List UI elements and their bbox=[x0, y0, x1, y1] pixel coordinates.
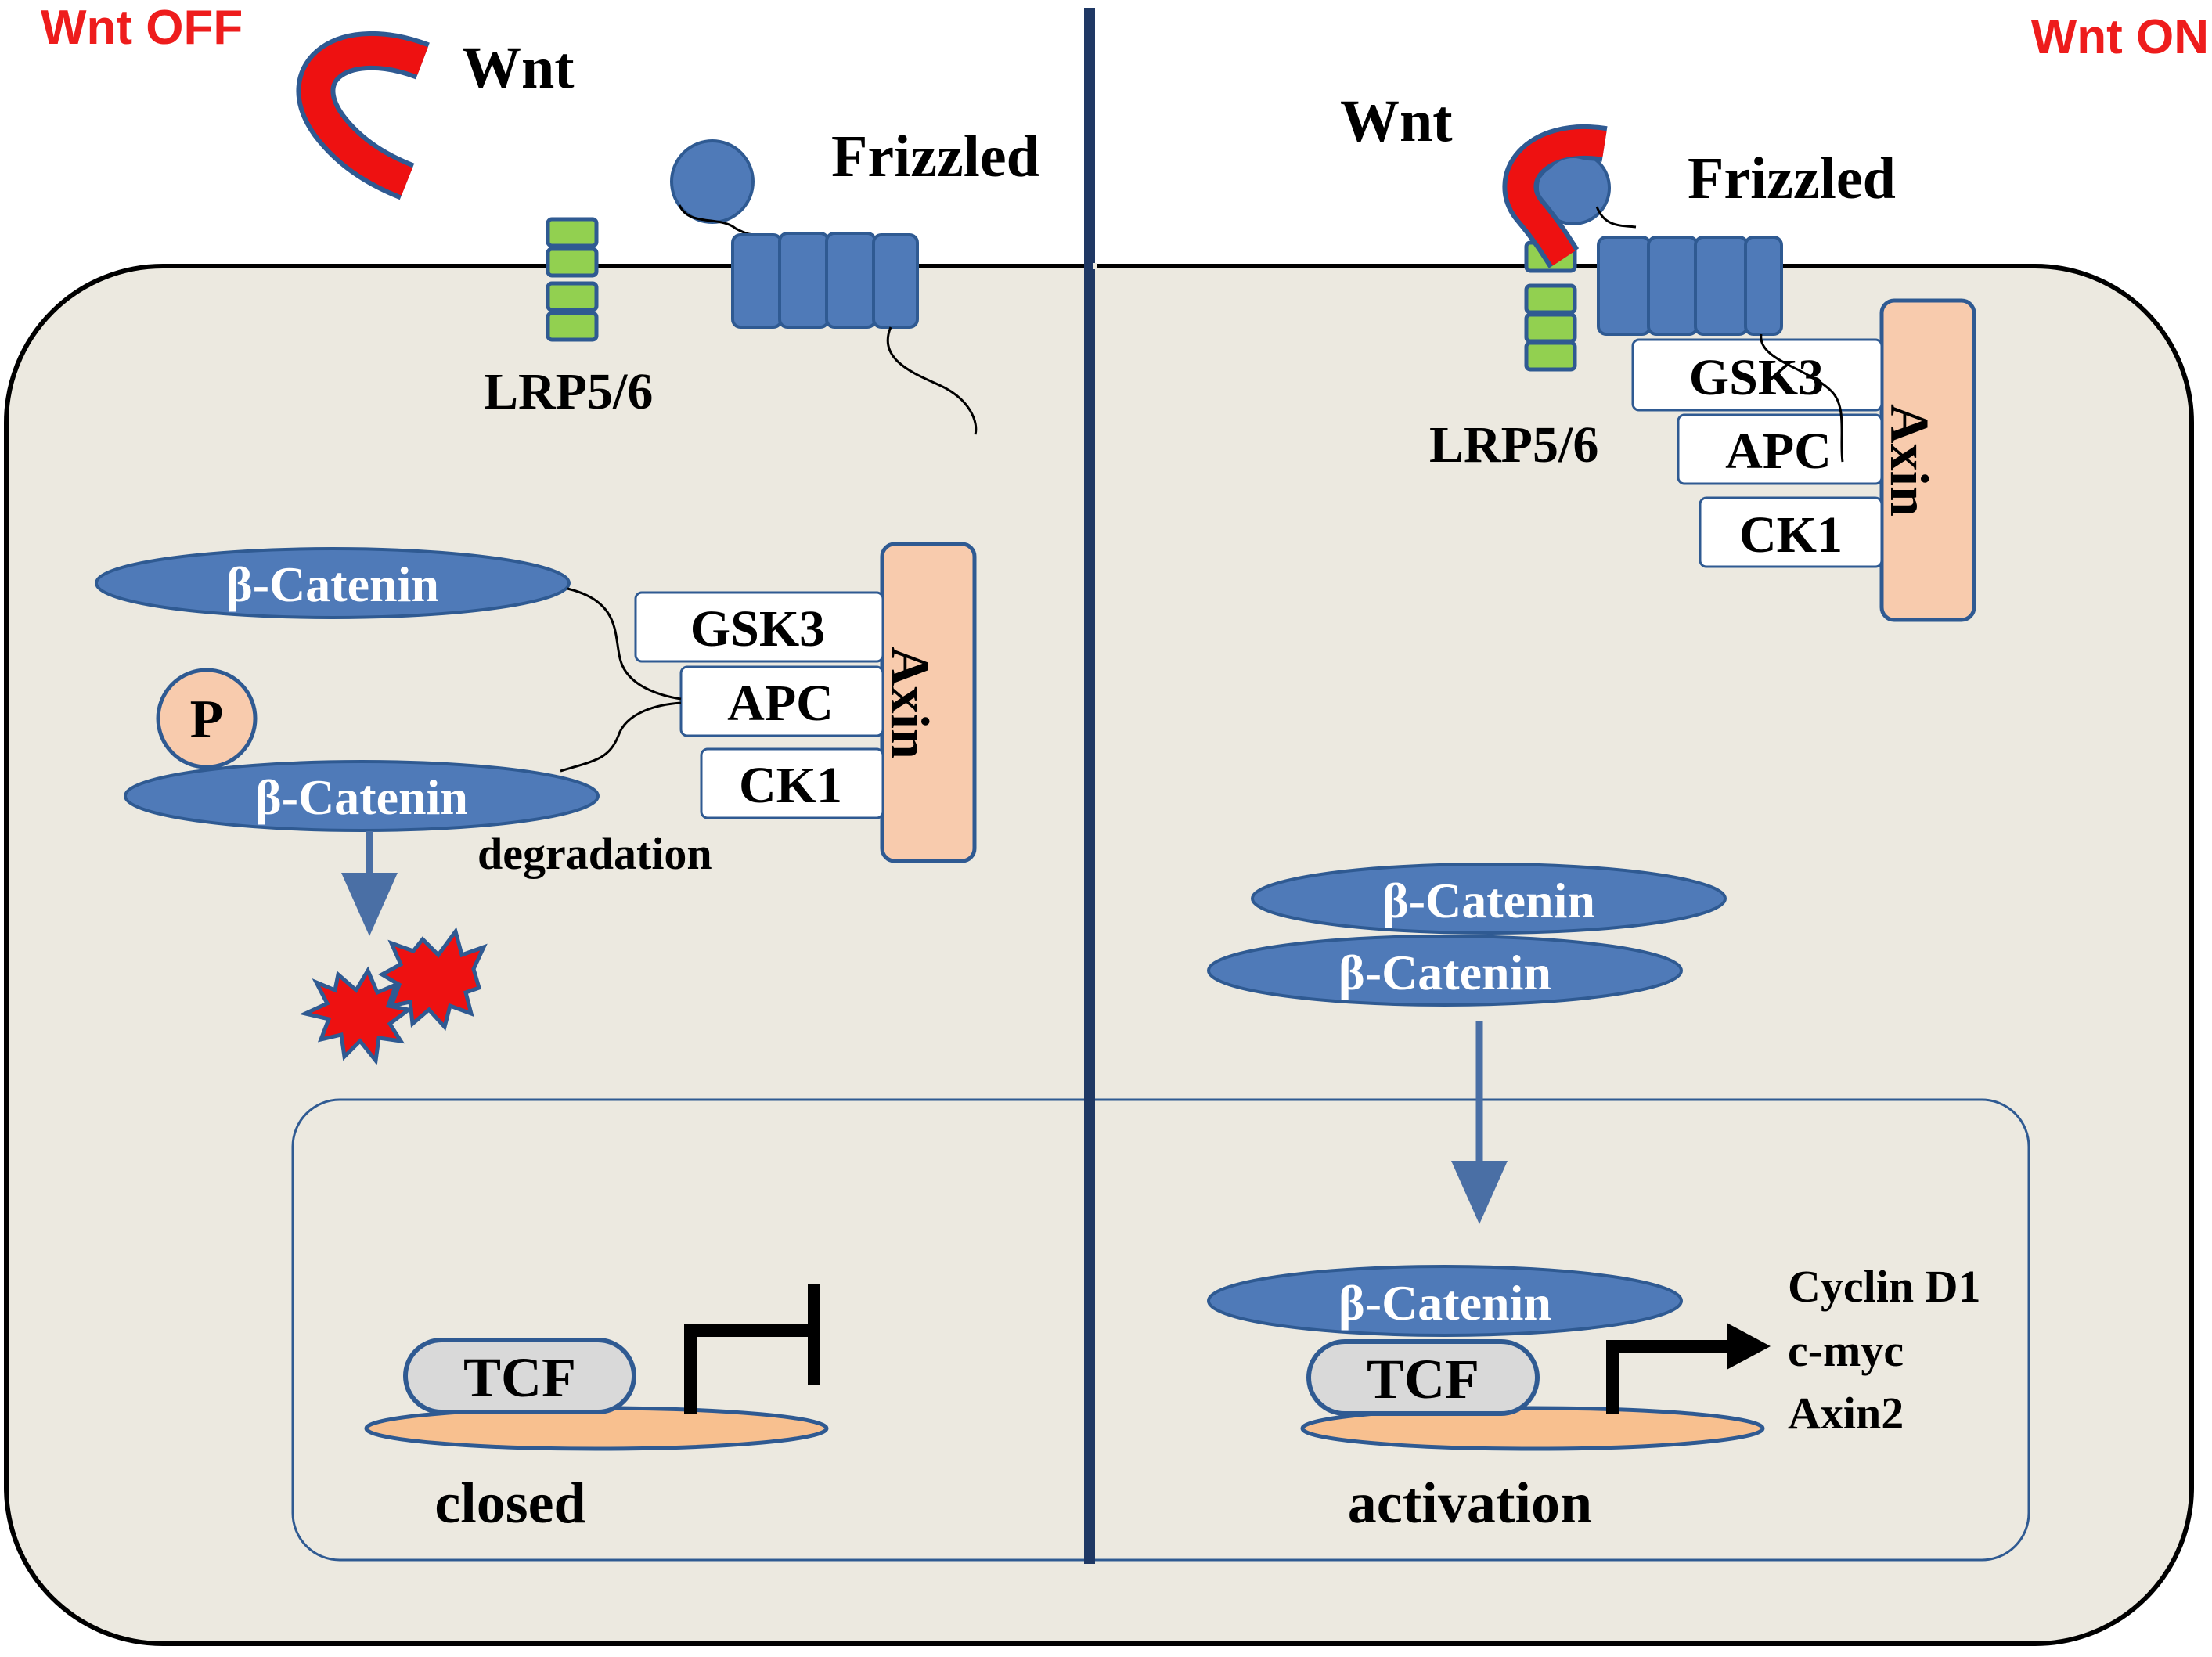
target-gene-1: Cyclin D1 bbox=[1788, 1261, 1981, 1312]
axin-on-label: Axin bbox=[1879, 404, 1939, 517]
target-gene-2: c-myc bbox=[1788, 1325, 1904, 1376]
tcf-left bbox=[403, 1338, 636, 1414]
beta-catenin-stable-1-label: β-Catenin bbox=[1382, 873, 1595, 928]
phosphate-group bbox=[156, 668, 258, 769]
target-gene-3: Axin2 bbox=[1788, 1388, 1904, 1439]
beta-catenin-stable-2-label: β-Catenin bbox=[1338, 945, 1551, 1000]
beta-catenin-bottom-label: β-Catenin bbox=[255, 769, 468, 825]
wnt-on-title: Wnt ON bbox=[2031, 10, 2209, 64]
lrp-receptor bbox=[546, 217, 599, 342]
ck1-box-on bbox=[1699, 496, 1883, 568]
apc-box-on bbox=[1677, 413, 1883, 485]
activation-label: activation bbox=[1348, 1471, 1592, 1536]
linker-bottom bbox=[560, 701, 682, 773]
beta-catenin-bottom bbox=[124, 760, 600, 832]
ck1-label: CK1 bbox=[739, 757, 842, 814]
gsk3-on-label: GSK3 bbox=[1689, 349, 1824, 406]
degradation-burst-1 bbox=[377, 927, 488, 1032]
lrp-on-label: LRP5/6 bbox=[1429, 416, 1598, 474]
beta-catenin-stable-1 bbox=[1251, 863, 1727, 935]
wnt-label: Wnt bbox=[462, 35, 575, 101]
ck1-box bbox=[700, 747, 884, 819]
gsk3-box bbox=[634, 591, 884, 663]
beta-catenin-stable-2 bbox=[1207, 935, 1683, 1007]
degradation-label: degradation bbox=[477, 828, 712, 879]
wnt-on-label: Wnt bbox=[1340, 88, 1453, 154]
apc-box bbox=[679, 665, 884, 737]
beta-catenin-top bbox=[95, 547, 571, 619]
frizzled-on-label: Frizzled bbox=[1688, 146, 1896, 211]
beta-catenin-top-label: β-Catenin bbox=[226, 557, 439, 612]
degradation-burst-2 bbox=[299, 966, 414, 1066]
frizzled-receptor-on bbox=[1597, 236, 1783, 336]
dna-right bbox=[1300, 1406, 1765, 1451]
apc-on-label: APC bbox=[1725, 423, 1832, 480]
linker-top bbox=[567, 587, 682, 701]
apc-label: APC bbox=[727, 675, 834, 732]
phosphate-label: P bbox=[190, 690, 224, 750]
frizzled-receptor bbox=[731, 232, 919, 329]
frizzled-crd bbox=[670, 139, 755, 224]
tcf-left-label: TCF bbox=[463, 1346, 576, 1409]
closed-label: closed bbox=[434, 1471, 585, 1536]
ck1-on-label: CK1 bbox=[1739, 506, 1843, 564]
axin-label: Axin bbox=[879, 647, 939, 759]
gsk3-box-on bbox=[1631, 338, 1883, 412]
beta-catenin-nuclear-label: β-Catenin bbox=[1338, 1275, 1551, 1331]
gsk3-label: GSK3 bbox=[690, 600, 825, 657]
panel-divider bbox=[1084, 8, 1095, 1564]
tcf-right bbox=[1306, 1339, 1540, 1416]
repressed-promoter bbox=[684, 1284, 820, 1414]
wnt-off-title: Wnt OFF bbox=[41, 1, 243, 55]
tcf-right-label: TCF bbox=[1367, 1348, 1479, 1410]
lrp-label: LRP5/6 bbox=[484, 363, 653, 420]
beta-catenin-nuclear bbox=[1207, 1265, 1683, 1337]
frizzled-label: Frizzled bbox=[831, 124, 1039, 189]
active-promoter-arrow bbox=[1606, 1340, 1731, 1414]
